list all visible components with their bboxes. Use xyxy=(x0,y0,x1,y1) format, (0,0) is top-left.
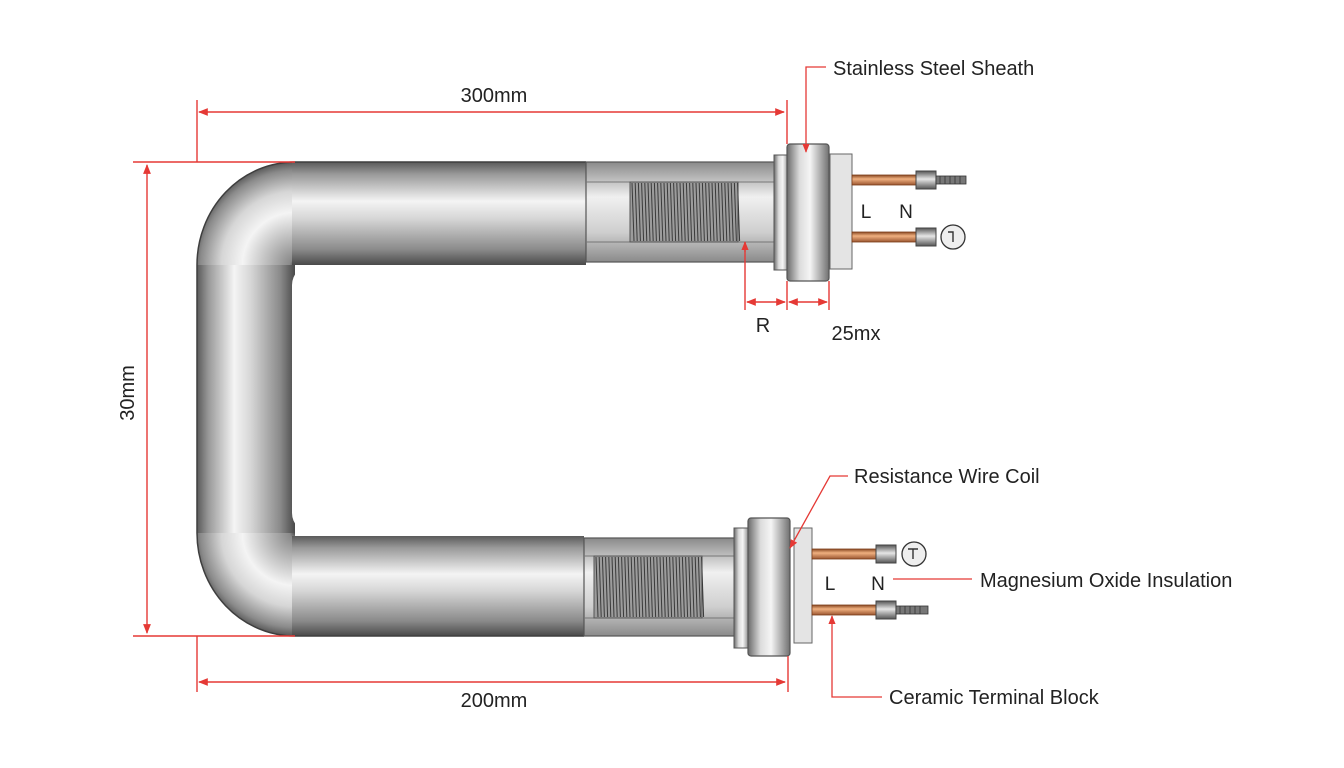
dim-top-length: 300mm xyxy=(196,85,788,162)
dim-bottom-length: 200mm xyxy=(196,636,789,712)
dim-flange-label: 25mx xyxy=(832,323,881,345)
bottom-sleeve xyxy=(583,537,737,637)
bottom-terminal-n xyxy=(811,600,929,620)
callout-coil-label: Resistance Wire Coil xyxy=(854,466,1040,488)
top-terminal-l-label: L xyxy=(861,202,872,223)
bottom-flange xyxy=(733,517,813,657)
ground-icon xyxy=(948,231,954,242)
dim-height-label: 30mm xyxy=(117,365,139,421)
dim-top-length-label: 300mm xyxy=(461,85,528,107)
callout-insulation: Magnesium Oxide Insulation xyxy=(893,570,1232,592)
u-tube-sheath xyxy=(196,161,892,637)
top-terminal-l xyxy=(851,170,967,190)
callout-terminal-block-label: Ceramic Terminal Block xyxy=(889,687,1100,709)
top-terminal-n xyxy=(851,224,966,250)
callout-coil: Resistance Wire Coil xyxy=(789,466,1040,549)
bottom-terminal-l xyxy=(811,541,927,567)
callout-terminal-block: Ceramic Terminal Block xyxy=(828,615,1100,709)
dim-r-label: R xyxy=(756,315,770,337)
callout-insulation-label: Magnesium Oxide Insulation xyxy=(980,570,1232,592)
bottom-terminal-n-label: N xyxy=(871,574,885,595)
top-sleeve xyxy=(585,161,777,263)
callout-sheath: Stainless Steel Sheath xyxy=(802,58,1034,153)
dim-r-gap: R 25mx xyxy=(741,241,881,345)
dim-height: 30mm xyxy=(117,161,295,637)
top-flange xyxy=(773,143,853,282)
dim-bottom-length-label: 200mm xyxy=(461,690,528,712)
terminal-ring-icon xyxy=(908,548,918,559)
resistance-coil-bottom xyxy=(595,556,705,618)
resistance-coil-top xyxy=(631,182,741,242)
top-terminal-n-label: N xyxy=(899,202,913,223)
bottom-terminal-l-label: L xyxy=(825,574,836,595)
callout-sheath-label: Stainless Steel Sheath xyxy=(833,58,1034,80)
